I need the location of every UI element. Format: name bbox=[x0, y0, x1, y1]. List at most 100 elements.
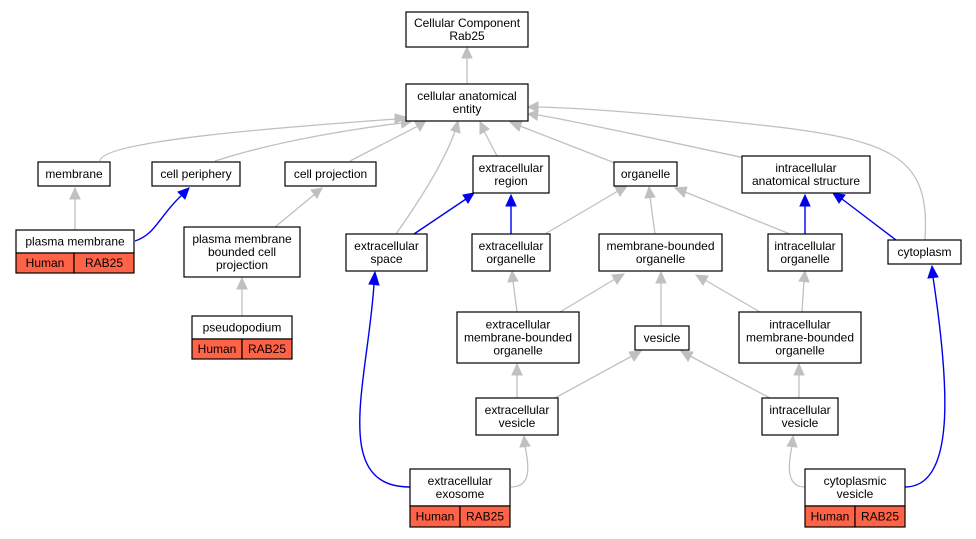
term-label-line: extracellular bbox=[479, 239, 544, 253]
term-label-line: vesicle bbox=[782, 416, 819, 430]
term-node-cellperiphery[interactable]: cell periphery bbox=[151, 161, 241, 187]
term-node-cytoplasm[interactable]: cytoplasm bbox=[887, 239, 962, 265]
term-box bbox=[37, 161, 111, 187]
term-label-line: membrane bbox=[45, 167, 103, 181]
term-node-membrane[interactable]: membrane bbox=[37, 161, 111, 187]
term-label-line: intracellular bbox=[769, 318, 830, 332]
edge-intracellularorganelle-to-organelle bbox=[673, 186, 791, 235]
term-box bbox=[738, 311, 862, 364]
term-box bbox=[761, 397, 839, 436]
term-label-line: organelle bbox=[493, 344, 543, 358]
term-label-line: membrane-bounded bbox=[746, 331, 854, 345]
edge-ecmbo-to-extracellularorganelle bbox=[507, 269, 519, 313]
term-label-line: space bbox=[370, 252, 402, 266]
edge-extracellularvesicle-to-ecmbo bbox=[511, 362, 523, 398]
term-label-line: pseudopodium bbox=[203, 321, 282, 335]
edge-mbo-to-organelle bbox=[644, 185, 656, 235]
gene-label: RAB25 bbox=[466, 510, 504, 524]
term-box bbox=[284, 161, 377, 187]
gene-label: RAB25 bbox=[85, 256, 123, 270]
term-label-line: cellular anatomical bbox=[417, 89, 516, 103]
term-node-pseudopodium[interactable]: pseudopodium bbox=[191, 315, 293, 340]
edge-exosome-to-extracellularvesicle bbox=[510, 434, 531, 488]
gene-cell bbox=[854, 505, 906, 528]
term-node-vesicle[interactable]: vesicle bbox=[634, 325, 690, 351]
term-box bbox=[471, 233, 551, 272]
gene-cell bbox=[241, 338, 293, 360]
term-label-line: extracellular bbox=[485, 403, 550, 417]
edge-plasmamembrane-to-membrane bbox=[69, 186, 81, 230]
term-label-line: vesicle bbox=[644, 331, 681, 345]
edge-extracellularvesicle-to-vesicle bbox=[554, 350, 643, 399]
term-node-plasmamembrane[interactable]: plasma membrane bbox=[15, 229, 135, 254]
term-label-line: cell projection bbox=[294, 167, 367, 181]
term-label-line: organelle bbox=[621, 167, 671, 181]
term-label-line: vesicle bbox=[837, 487, 874, 501]
edge-plasmamembrane-part-of-cellperiphery bbox=[134, 187, 190, 242]
term-label-line: organelle bbox=[486, 252, 536, 266]
term-box bbox=[345, 233, 428, 272]
term-label-line: cell periphery bbox=[160, 167, 231, 181]
term-box bbox=[456, 311, 580, 364]
term-label-line: Cellular Component bbox=[414, 16, 521, 30]
edge-intracellularvesicle-to-vesicle bbox=[679, 350, 771, 399]
term-label-line: anatomical structure bbox=[752, 174, 860, 188]
term-label-line: intracellular bbox=[769, 403, 830, 417]
term-label-line: cytoplasmic bbox=[824, 474, 887, 488]
edge-icmbo-to-intracellularorganelle bbox=[798, 269, 810, 313]
term-box bbox=[409, 468, 511, 507]
edge-cytoplasmicvesicle-to-intracellularvesicle bbox=[786, 434, 806, 488]
term-label-line: vesicle bbox=[499, 416, 536, 430]
term-label-line: organelle bbox=[780, 252, 830, 266]
edge-cellperiphery-to-cae bbox=[214, 117, 414, 162]
edge-vesicle-to-mbo bbox=[655, 270, 667, 326]
term-label-line: organelle bbox=[636, 252, 686, 266]
edge-pmbcp-to-cellprojection bbox=[274, 187, 323, 228]
term-label-line: exosome bbox=[436, 487, 485, 501]
term-label-line: cytoplasm bbox=[897, 245, 951, 259]
gene-cell bbox=[73, 252, 135, 274]
term-box bbox=[151, 161, 241, 187]
edge-cytoplasmicvesicle-part-of-cytoplasm bbox=[904, 264, 946, 488]
term-label-line: extracellular bbox=[479, 161, 544, 175]
edge-membrane-to-cae bbox=[99, 113, 408, 162]
edge-extracellularorganelle-part-of-extracellularregion bbox=[505, 193, 517, 234]
term-label-line: extracellular bbox=[428, 474, 493, 488]
term-node-organelle[interactable]: organelle bbox=[613, 161, 678, 187]
gene-label: RAB25 bbox=[861, 510, 899, 524]
term-label-line: Rab25 bbox=[449, 29, 485, 43]
term-box bbox=[183, 226, 301, 278]
edge-cytoplasm-to-cae bbox=[526, 101, 927, 241]
edge-extracellularregion-to-cae bbox=[479, 120, 498, 157]
edge-intracellularorganelle-part-of-intracellularanat bbox=[799, 193, 811, 234]
edge-cellprojection-to-cae bbox=[349, 119, 427, 162]
term-label-line: plasma membrane bbox=[25, 235, 125, 249]
term-node-cellprojection[interactable]: cell projection bbox=[284, 161, 377, 187]
term-label-line: intracellular bbox=[774, 239, 835, 253]
edge-organelle-to-cae bbox=[508, 120, 616, 164]
term-label-line: intracellular bbox=[775, 161, 836, 175]
term-label-line: organelle bbox=[775, 344, 825, 358]
term-box bbox=[405, 83, 529, 122]
term-box bbox=[405, 11, 529, 48]
species-label: Human bbox=[198, 342, 237, 356]
edge-extracellularspace-part-of-extracellularregion bbox=[413, 192, 475, 235]
